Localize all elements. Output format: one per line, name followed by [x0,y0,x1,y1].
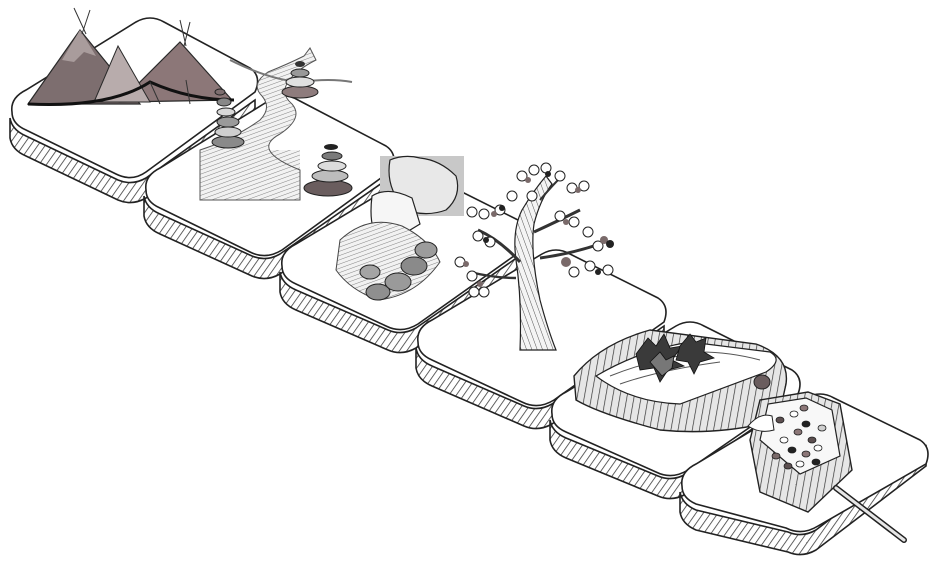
tile-path-illustration [0,0,930,567]
illustration-canvas [0,0,930,567]
